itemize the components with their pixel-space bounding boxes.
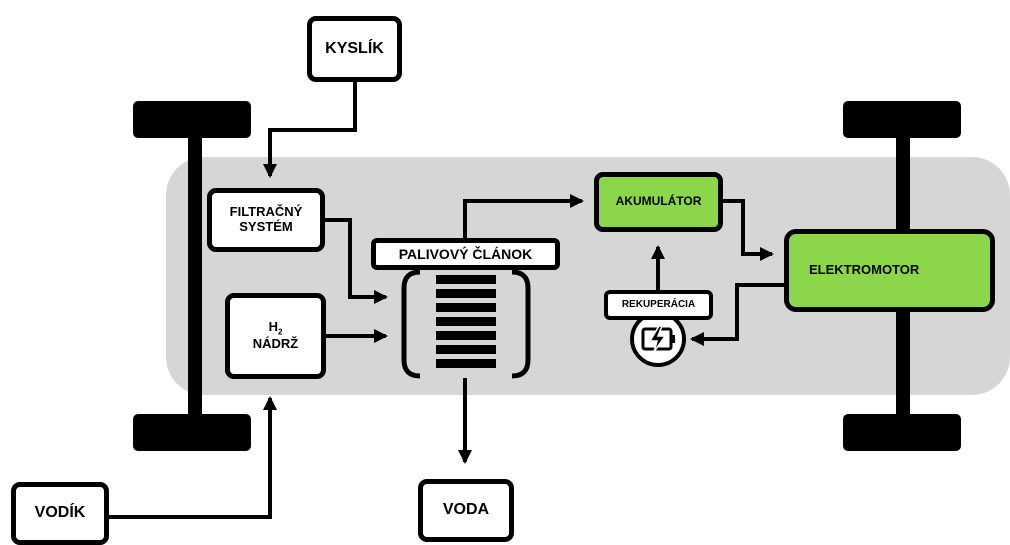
arrow-oxygen-to-filter [263,82,357,178]
hydrogen-source-box: VODÍK [11,482,109,545]
recuperation-label: REKUPERÁCIA [621,299,696,311]
water-label: VODA [442,501,490,519]
oxygen-box: KYSLÍK [307,16,402,82]
fuel-cell-stack [401,269,531,379]
filter-label-line1: FILTRAČNÝ [229,204,303,220]
rear-left-wheel [843,101,961,138]
hydrogen-tank-box: H2 NÁDRŽ [225,293,326,379]
filter-system-box: FILTRAČNÝ SYSTÉM [207,188,325,252]
arrow-hydrogen-to-tank [109,396,277,519]
arrow-fuelcell-to-accumulator [463,194,584,238]
hydrogen-tank-label: NÁDRŽ [252,335,299,351]
filter-label-line2: SYSTÉM [239,219,293,234]
fuel-cell-label-box: PALIVOVÝ ČLÁNOK [371,238,560,270]
h2-symbol: H2 [268,319,283,337]
fuel-cell-label: PALIVOVÝ ČLÁNOK [398,245,533,262]
water-box: VODA [418,479,514,542]
arrow-accumulator-to-motor [723,199,774,261]
arrow-motor-to-recuperation [690,283,784,346]
oxygen-label: KYSLÍK [325,39,384,57]
rear-right-wheel [843,414,961,451]
accumulator-label: AKUMULÁTOR [615,194,702,209]
front-right-wheel [133,414,251,451]
front-axle [188,130,202,420]
recuperation-box: REKUPERÁCIA [604,290,713,320]
electromotor-box: ELEKTROMOTOR [784,229,995,312]
battery-charging-icon [630,311,686,367]
electromotor-label: ELEKTROMOTOR [809,262,920,278]
arrow-filter-to-fuelcell [325,218,388,304]
hydrogen-source-label: VODÍK [34,504,86,522]
front-left-wheel [133,101,251,138]
accumulator-box: AKUMULÁTOR [594,172,723,232]
